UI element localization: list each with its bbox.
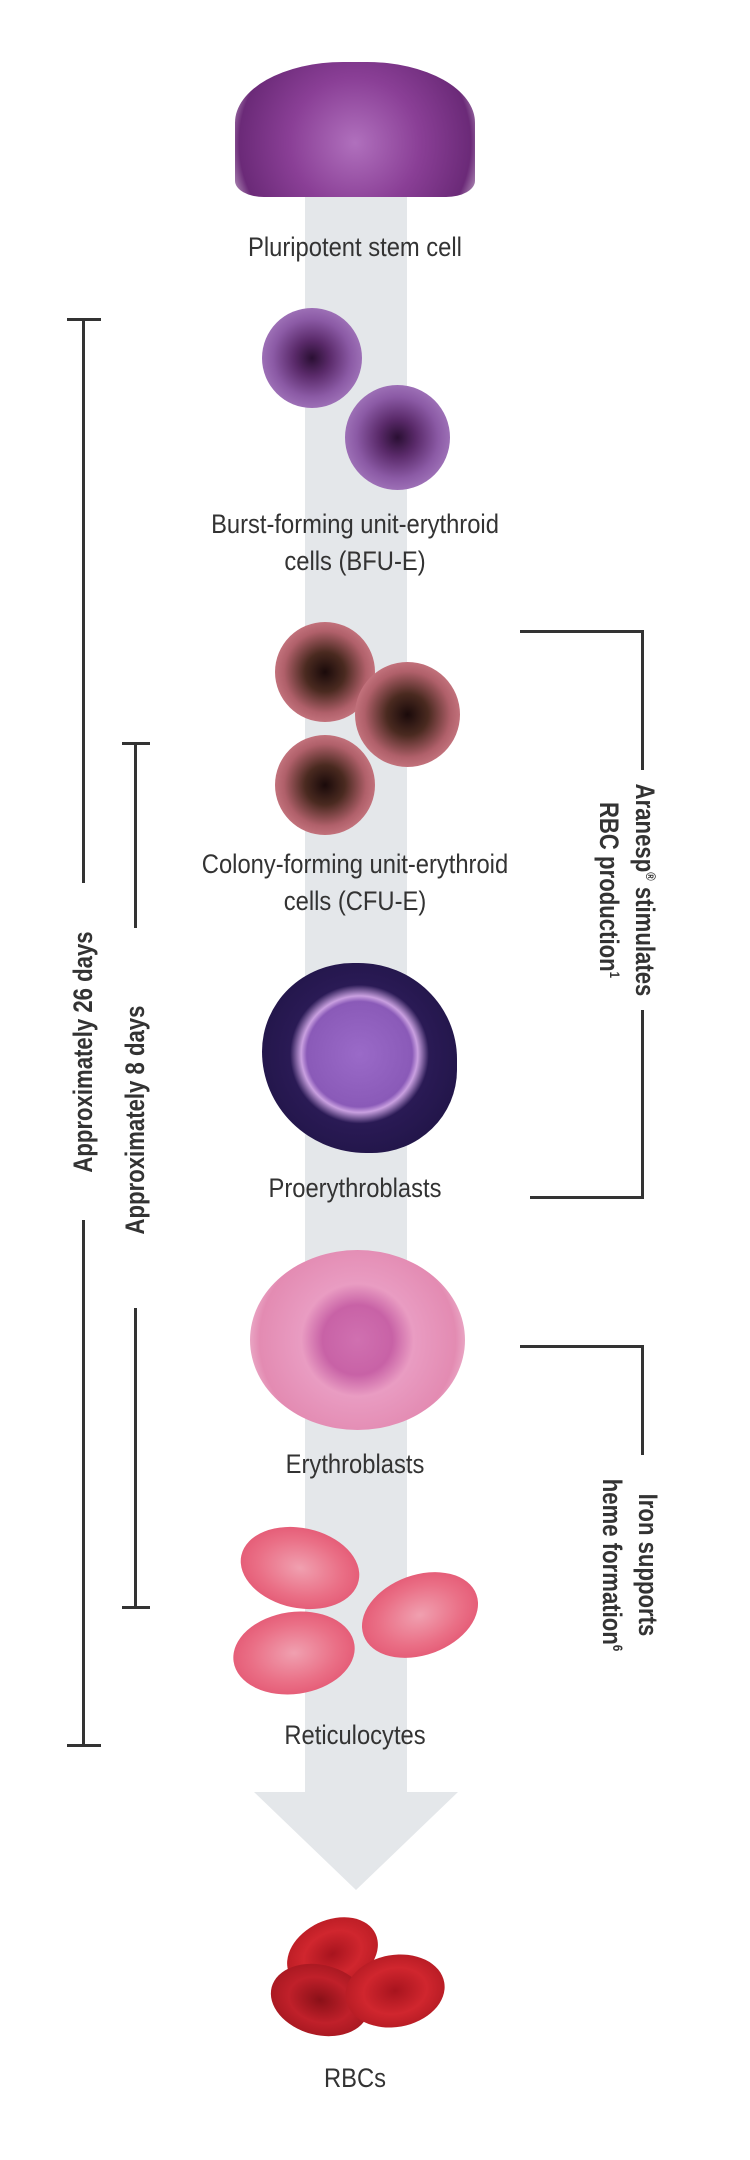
aranesp-bracket: [641, 630, 644, 770]
erythroblast-image: [250, 1250, 465, 1430]
aranesp-bracket: [530, 1196, 644, 1199]
stage-label-bfu-line2: cells (BFU-E): [284, 546, 426, 576]
bfu-cell-image: [262, 308, 362, 408]
progression-arrow-icon: [254, 1792, 458, 1890]
stem-cell-image: [235, 62, 475, 197]
stage-label-cfu-line2: cells (CFU-E): [283, 886, 427, 916]
timeline-26-days-line: [82, 318, 85, 883]
timeline-8-days-bottom-tick: [122, 1606, 150, 1609]
stage-label-bfu-line1: Burst-forming unit-erythroid: [211, 509, 499, 539]
stage-label-reticulocytes: Reticulocytes: [284, 1720, 426, 1750]
stage-label-erythroblasts: Erythroblasts: [285, 1449, 425, 1479]
aranesp-label: Aranesp® stimulates RBC production1: [594, 783, 660, 997]
aranesp-bracket: [641, 1010, 644, 1199]
iron-label: Iron supports heme formation6: [597, 1478, 663, 1652]
timeline-8-days-line: [134, 1308, 137, 1608]
stage-label-proerythroblasts: Proerythroblasts: [268, 1173, 442, 1203]
cfu-cell-image: [275, 735, 375, 835]
iron-bracket: [641, 1345, 644, 1455]
bfu-cell-image: [345, 385, 450, 490]
iron-bracket: [520, 1345, 644, 1348]
proerythroblast-image: [262, 963, 457, 1153]
cfu-cell-image: [355, 662, 460, 767]
timeline-26-days-bottom-tick: [67, 1744, 101, 1747]
timeline-8-days-label: Approximately 8 days: [120, 1005, 150, 1235]
stage-label-rbcs: RBCs: [323, 2063, 387, 2093]
timeline-8-days-line: [134, 742, 137, 928]
timeline-26-days-line: [82, 1220, 85, 1747]
stage-label-stem: Pluripotent stem cell: [248, 232, 462, 262]
aranesp-bracket: [520, 630, 644, 633]
timeline-26-days-label: Approximately 26 days: [68, 931, 98, 1173]
stage-label-cfu-line1: Colony-forming unit-erythroid: [201, 849, 509, 879]
